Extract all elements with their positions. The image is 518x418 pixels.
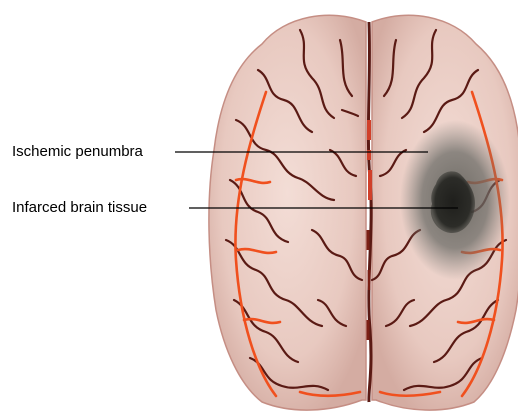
longitudinal-fissure	[368, 22, 371, 402]
infarct-label: Infarced brain tissue	[12, 199, 147, 217]
penumbra-label: Ischemic penumbra	[12, 143, 143, 161]
